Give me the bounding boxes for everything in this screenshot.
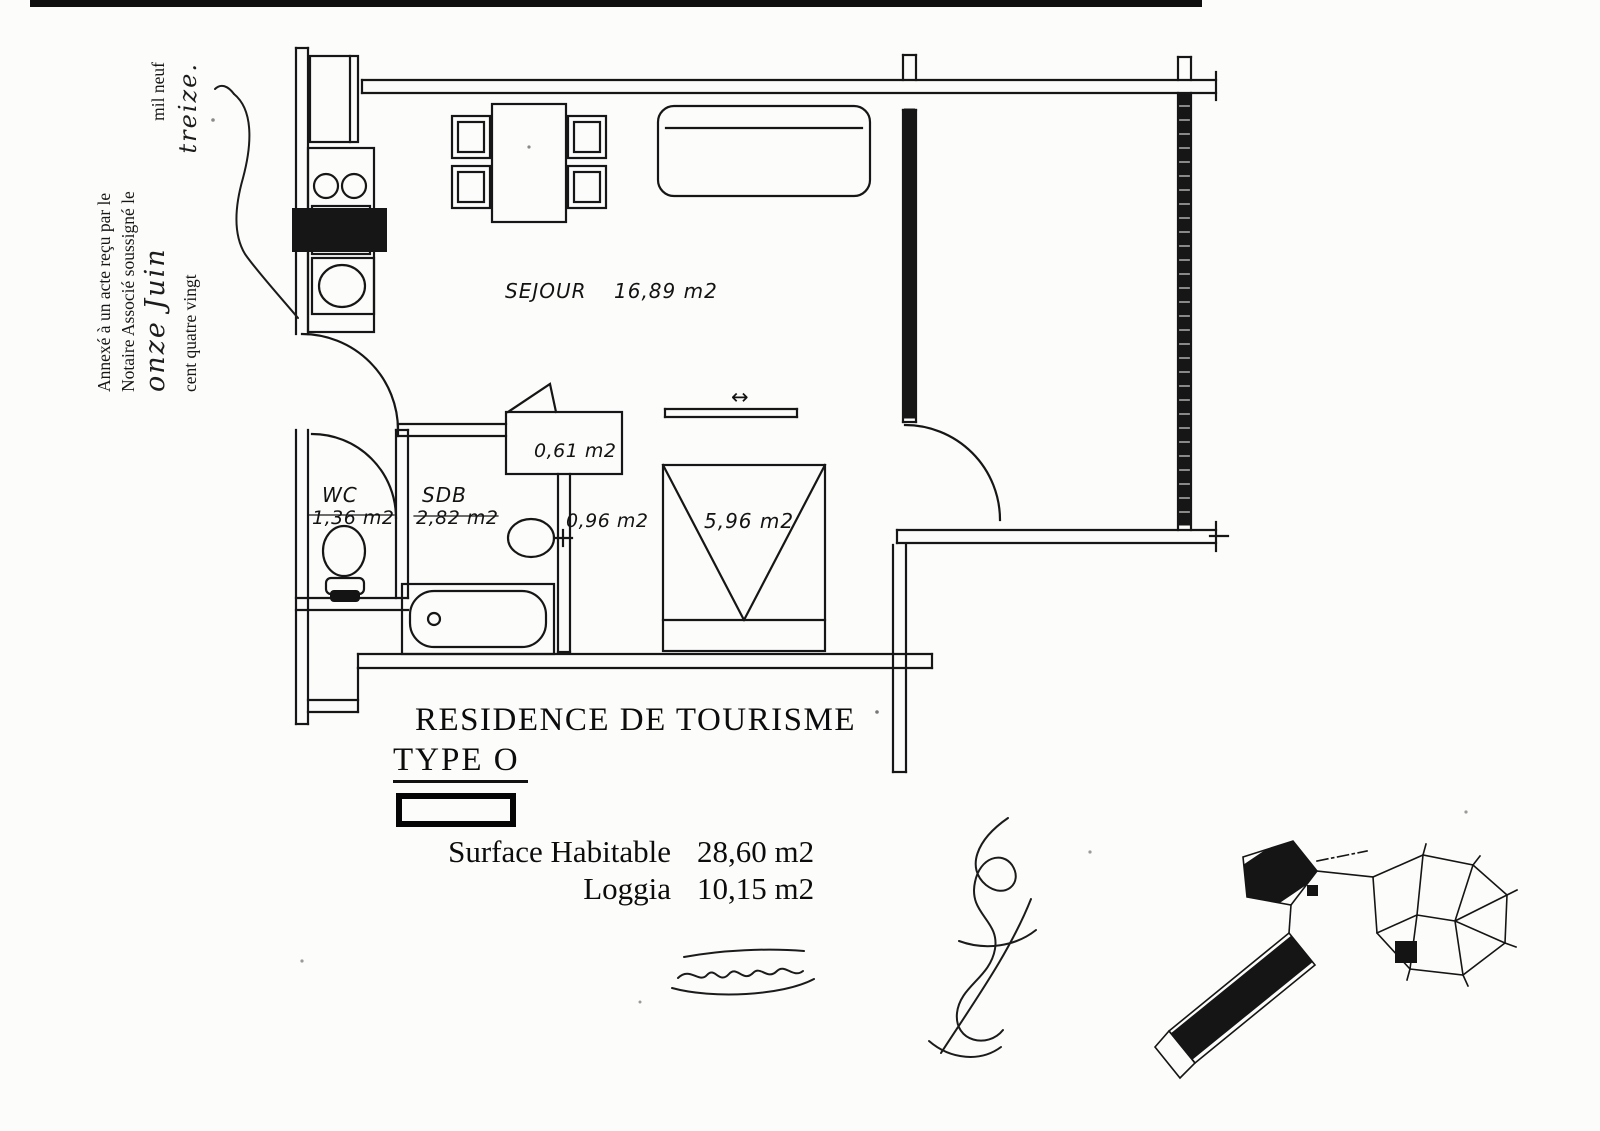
surface-label: Surface Habitable — [448, 834, 671, 869]
type-label: TYPE O — [393, 742, 528, 783]
sink-bowl — [317, 263, 367, 309]
site-plan-end-block — [1153, 1029, 1197, 1080]
sejour-name: SEJOUR — [505, 279, 587, 303]
chair — [450, 114, 492, 160]
surface-row: Surface Habitable 28,60 m2 — [393, 833, 887, 870]
signature-2 — [955, 817, 1017, 1042]
window-wall — [901, 108, 918, 424]
handwritten-day: onze Juin — [140, 247, 171, 392]
toilet-base — [330, 590, 360, 602]
bathroom — [307, 382, 624, 656]
entry-area: 5,96 m2 — [704, 509, 794, 533]
stairs-hatch — [1243, 841, 1317, 905]
room-labels: SEJOUR 16,89 m2 WC 1,36 m2 SDB 2,82 m2 0… — [312, 279, 794, 533]
entry-door-arc — [903, 423, 1002, 522]
dining-set — [450, 102, 608, 224]
margin-line-4-printed: cent quatre vingt — [180, 274, 200, 392]
sdb-area: 2,82 m2 — [416, 507, 498, 529]
kitchen — [292, 54, 400, 432]
margin-line-3: onze Juin mil neuf — [140, 62, 172, 392]
bathtub-inner — [408, 589, 548, 649]
margin-line-2: Notaire Associé soussigné le — [118, 191, 138, 392]
title-block: RESIDENCE DE TOURISME TYPE O Surface Hab… — [393, 702, 887, 907]
closet-area: 0,61 m2 — [534, 440, 616, 462]
toilet-bowl — [321, 524, 367, 578]
notary-margin-note: Annexé à un acte reçu par le Notaire Ass… — [92, 60, 204, 392]
sofa — [656, 104, 872, 198]
kitchen-door-arc — [300, 332, 400, 432]
dining-table — [490, 102, 568, 224]
centerline — [1316, 850, 1368, 862]
surface-value: 28,60 m2 — [697, 834, 815, 869]
bathtub — [400, 582, 556, 656]
site-plan-unit-marker — [1395, 941, 1417, 963]
wc-door-arc — [310, 432, 398, 520]
handwritten-year: treize. — [174, 62, 202, 154]
loggia-label: Loggia — [583, 871, 671, 906]
site-plan — [1153, 840, 1519, 1080]
wc-area: 1,36 m2 — [312, 507, 394, 529]
signature-1 — [683, 948, 805, 958]
width-arrow-icon: ↔ — [731, 385, 749, 409]
sejour-area: 16,89 m2 — [614, 279, 718, 303]
closet-door — [506, 382, 558, 414]
washbasin — [506, 517, 556, 559]
chair — [566, 164, 608, 210]
wing-hatch — [1169, 933, 1315, 1063]
loggia — [895, 91, 1230, 553]
handwriting — [214, 84, 1037, 1058]
sink-unit — [310, 256, 376, 316]
kitchen-duct — [308, 54, 360, 144]
site-plan-ticks — [1406, 843, 1519, 988]
margin-line-4: cent quatre vingt treize. — [172, 62, 204, 392]
site-plan-marker — [1307, 885, 1318, 896]
chair — [450, 164, 492, 210]
burner — [312, 172, 340, 200]
washbasin-area: 0,96 m2 — [566, 510, 648, 532]
closet — [504, 410, 624, 476]
scan-artifacts — [30, 0, 1468, 1004]
type-code-box — [396, 793, 516, 827]
sdb-name: SDB — [422, 483, 467, 507]
chair — [566, 114, 608, 160]
wardrobe — [661, 463, 827, 653]
wc-name: WC — [322, 483, 358, 507]
scan-edge-strip — [30, 0, 1202, 7]
entry-hall — [661, 407, 1002, 653]
handwriting-flourish — [233, 93, 299, 319]
loggia-value: 10,15 m2 — [697, 871, 815, 906]
margin-line-3-printed: mil neuf — [148, 62, 168, 121]
site-plan-main-building — [1372, 854, 1508, 976]
loggia-row: Loggia 10,15 m2 — [393, 870, 887, 907]
document-title: RESIDENCE DE TOURISME — [415, 702, 856, 738]
bathtub-drain — [426, 611, 442, 627]
margin-line-1: Annexé à un acte reçu par le — [94, 192, 114, 392]
burner — [340, 172, 368, 200]
